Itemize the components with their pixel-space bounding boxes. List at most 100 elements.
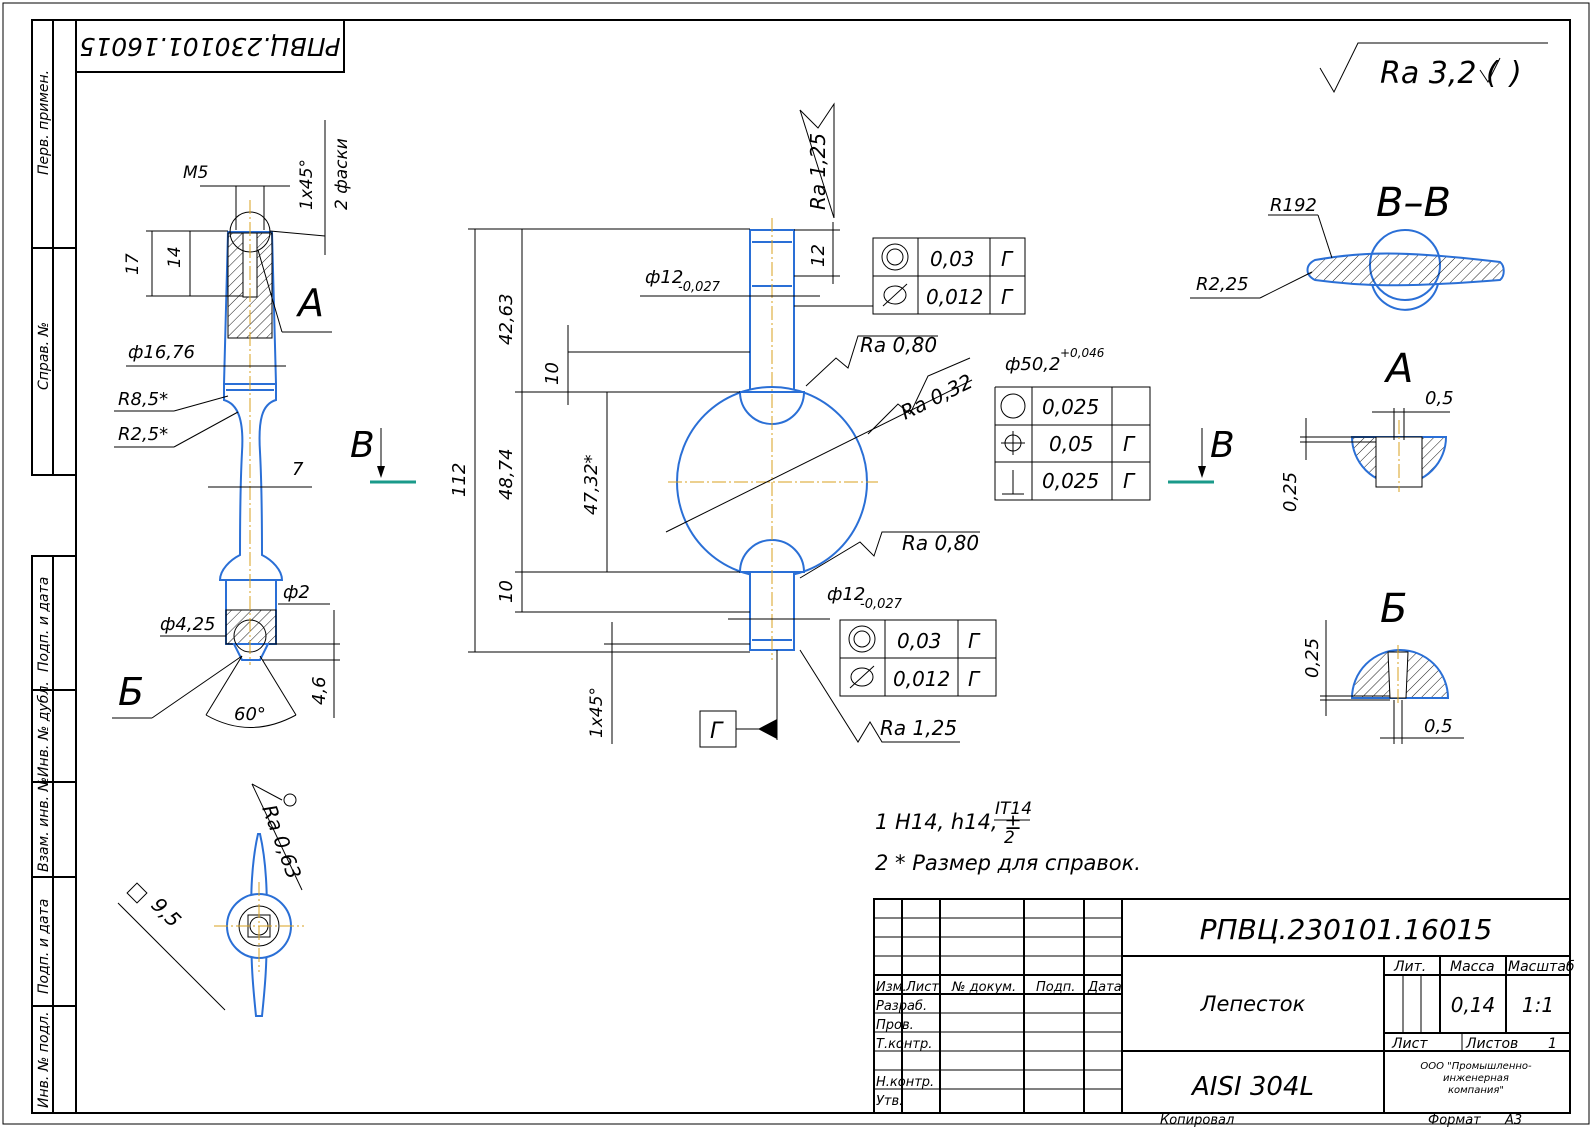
tb-format-label: Формат xyxy=(1428,1113,1481,1127)
tol-top-1-value: 0,03 xyxy=(930,247,975,271)
tol-sphere-3-value: 0,025 xyxy=(1042,469,1099,493)
tb-role-utv: Утв. xyxy=(876,1094,903,1109)
detail-b: Б 0,25 0,5 xyxy=(1302,586,1464,744)
dim-1x45-center: 1x45° xyxy=(587,687,607,738)
dim-d12-bottom: ф12 xyxy=(827,584,865,605)
tb-company-3: компания" xyxy=(1448,1085,1504,1096)
dim-d2: ф2 xyxy=(283,582,310,603)
detail-b-dim-0-25: 0,25 xyxy=(1302,638,1323,678)
general-roughness-close: ) xyxy=(1508,56,1522,91)
general-roughness-text: Ra 3,2 ( xyxy=(1380,56,1499,91)
general-roughness: Ra 3,2 ( ) xyxy=(1319,42,1548,94)
note-1-den: 2 xyxy=(1004,828,1015,848)
dim-r2-25: R2,25 xyxy=(1196,274,1249,295)
ra-bottom: Ra 1,25 xyxy=(880,716,957,740)
dim-1x45: 1x45° xyxy=(297,159,317,210)
tb-col-izm: Изм. xyxy=(876,980,907,995)
side-label-vzam: Взам. инв. № xyxy=(36,777,52,872)
dim-r2-5: R2,5* xyxy=(118,424,168,445)
side-label-inv-dubl: Инв. № дубл. xyxy=(36,681,52,777)
ra-sphere: Ra 0,32 xyxy=(897,369,977,424)
tb-name: Лепесток xyxy=(1200,992,1306,1016)
tb-lit-label: Лит. xyxy=(1393,959,1426,975)
detail-b-title: Б xyxy=(1380,586,1407,632)
tb-company-2: инженерная xyxy=(1443,1073,1509,1084)
tb-col-podp: Подп. xyxy=(1036,980,1075,995)
dim-2-faski: 2 фаски xyxy=(332,138,352,210)
dim-112: 112 xyxy=(449,463,470,497)
bottom-view: Ra 0,63 9,5 xyxy=(117,783,306,1017)
section-mark-right: В xyxy=(1210,425,1235,466)
dim-d16-76: ф16,76 xyxy=(128,342,195,363)
dim-10-top: 10 xyxy=(542,362,563,385)
dim-4-6: 4,6 xyxy=(309,676,330,705)
tb-role-prov: Пров. xyxy=(876,1018,914,1033)
tol-bottom-2-datum: Г xyxy=(968,667,981,691)
ra-bottom-collar: Ra 0,80 xyxy=(902,531,979,555)
tol-sphere-2-value: 0,05 xyxy=(1049,432,1094,456)
dim-47-32: 47,32* xyxy=(581,454,602,515)
label-b: Б xyxy=(118,670,144,714)
label-a: А xyxy=(295,281,324,325)
tb-role-razrab: Разраб. xyxy=(876,999,927,1014)
tb-mass-label: Масса xyxy=(1450,959,1495,975)
dim-42-63: 42,63 xyxy=(496,293,517,345)
tb-role-nkontr: Н.контр. xyxy=(876,1075,934,1090)
inverted-designation: РПВЦ.230101.16015 xyxy=(79,32,340,61)
tol-bottom-1-datum: Г xyxy=(968,629,981,653)
detail-b-dim-0-5: 0,5 xyxy=(1424,716,1453,737)
dim-r8-5: R8,5* xyxy=(118,389,168,410)
side-label-podp1: Подп. и дата xyxy=(36,577,52,672)
dim-r192: R192 xyxy=(1270,195,1317,216)
tol-sphere-3-datum: Г xyxy=(1123,469,1136,493)
tb-col-data: Дата xyxy=(1087,980,1122,995)
section-bb: В–В R192 R2,25 xyxy=(1190,180,1505,311)
notes: 1 H14, h14, ± IT14 2 2 * Размер для спра… xyxy=(875,799,1141,875)
datum-letter: Г xyxy=(710,719,724,744)
dim-60deg: 60° xyxy=(234,704,266,725)
dim-17: 17 xyxy=(123,253,143,275)
detail-a: А 0,5 0,25 xyxy=(1280,346,1454,512)
ra-top-collar: Ra 0,80 xyxy=(860,333,937,357)
tb-material: AISI 304L xyxy=(1190,1072,1314,1102)
side-label-podp2: Подп. и дата xyxy=(36,899,52,994)
dim-48-74: 48,74 xyxy=(496,448,517,500)
tol-frame-bottom: 0,03 Г 0,012 Г xyxy=(839,619,997,697)
dim-d12-top-tol: -0,027 xyxy=(678,280,721,295)
tol-bottom-2-value: 0,012 xyxy=(893,667,950,691)
side-label-inv-podl: Инв. № подл. xyxy=(36,1011,52,1108)
tol-top-1-datum: Г xyxy=(1001,247,1014,271)
note-1-prefix: 1 H14, h14, ± xyxy=(875,810,1022,834)
dim-d12-bottom-tol: -0,027 xyxy=(860,597,903,612)
tb-sheets-label: Листов xyxy=(1465,1036,1518,1052)
dim-m5: М5 xyxy=(183,163,208,183)
tb-company-1: ООО "Промышленно- xyxy=(1420,1061,1532,1072)
detail-a-dim-0-5: 0,5 xyxy=(1425,388,1454,409)
tol-bottom-1-value: 0,03 xyxy=(897,629,942,653)
tb-mass: 0,14 xyxy=(1451,993,1496,1017)
tol-top-2-value: 0,012 xyxy=(926,285,983,309)
tb-designation: РПВЦ.230101.16015 xyxy=(1200,913,1493,946)
tol-frame-sphere: 0,025 0,05 Г 0,025 Г xyxy=(994,386,1151,501)
title-block: Изм. Лист № докум. Подп. Дата Разраб. Пр… xyxy=(873,898,1575,1127)
tb-col-list: Лист xyxy=(905,980,939,995)
tol-frame-top: 0,03 Г 0,012 Г xyxy=(794,237,1026,315)
note-2: 2 * Размер для справок. xyxy=(875,851,1141,875)
tb-sheets: 1 xyxy=(1548,1036,1557,1052)
tb-col-dokum: № докум. xyxy=(951,980,1016,995)
tb-scale-label: Масштаб xyxy=(1508,959,1575,975)
tol-sphere-2-datum: Г xyxy=(1123,432,1136,456)
tb-sheet-label: Лист xyxy=(1391,1036,1428,1052)
tol-sphere-1-value: 0,025 xyxy=(1042,395,1099,419)
section-bb-title: В–В xyxy=(1376,180,1451,226)
note-1-num: IT14 xyxy=(995,799,1032,819)
dim-d50-2: ф50,2 xyxy=(1005,354,1060,375)
dim-14: 14 xyxy=(165,246,185,268)
tb-scale: 1:1 xyxy=(1522,993,1554,1017)
side-stamp: Перв. примен. Справ. № Подп. и дата Инв.… xyxy=(31,19,77,1114)
inverted-designation-box: РПВЦ.230101.16015 xyxy=(75,19,345,73)
dim-12: 12 xyxy=(808,244,829,267)
dim-7: 7 xyxy=(292,459,304,480)
